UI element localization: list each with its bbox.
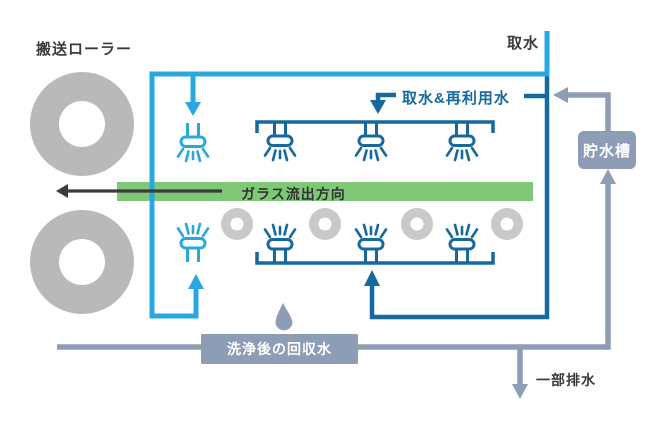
spray-nozzle-up-icon	[176, 222, 210, 264]
recovered-water-box	[201, 334, 358, 364]
spray-nozzle-up-icon	[445, 223, 479, 265]
arrow-up-icon	[188, 274, 204, 289]
storage-tank-label: 貯水槽	[582, 142, 631, 160]
intake-reuse-water-label: 取水&再利用水	[402, 90, 510, 107]
reuse-water-pipe	[369, 73, 550, 320]
recovered-water-label: 洗浄後の回収水	[227, 341, 332, 357]
spray-nozzle-down-icon	[176, 121, 210, 163]
spray-nozzle-down-icon	[354, 120, 388, 162]
spray-nozzle-up-icon	[354, 223, 388, 265]
light-blue-arrowheads	[185, 102, 204, 289]
water-drop-icon	[275, 303, 293, 331]
arrow-down-icon	[512, 384, 528, 399]
gray-arrowheads	[512, 87, 616, 399]
water-intake-label: 取水	[507, 35, 540, 52]
arrow-left-icon	[553, 87, 568, 103]
transport-rollers-label: 搬送ローラー	[36, 41, 133, 58]
arrow-up-icon	[600, 169, 616, 184]
spray-nozzle-down-icon	[263, 120, 297, 162]
spray-nozzle-up-icon	[263, 223, 297, 265]
glass-flow-bar	[117, 182, 533, 201]
roller-icon	[30, 210, 134, 314]
arrow-down-icon	[185, 102, 201, 116]
roller-icon	[30, 72, 134, 176]
arrow-up-icon	[364, 270, 380, 286]
glass-direction-arrow	[56, 184, 222, 198]
arrow-down-icon	[370, 100, 386, 114]
storage-tank-box	[578, 131, 636, 169]
spray-nozzle-down-icon	[445, 120, 479, 162]
dark-blue-arrowheads	[364, 100, 386, 286]
small-roller-icon	[221, 208, 523, 240]
glass-flow-direction-label: ガラス流出方向	[241, 186, 346, 202]
intake-pipe	[149, 31, 550, 319]
arrow-left-icon	[56, 184, 68, 198]
partial-drainage-label: 一部排水	[536, 372, 596, 388]
